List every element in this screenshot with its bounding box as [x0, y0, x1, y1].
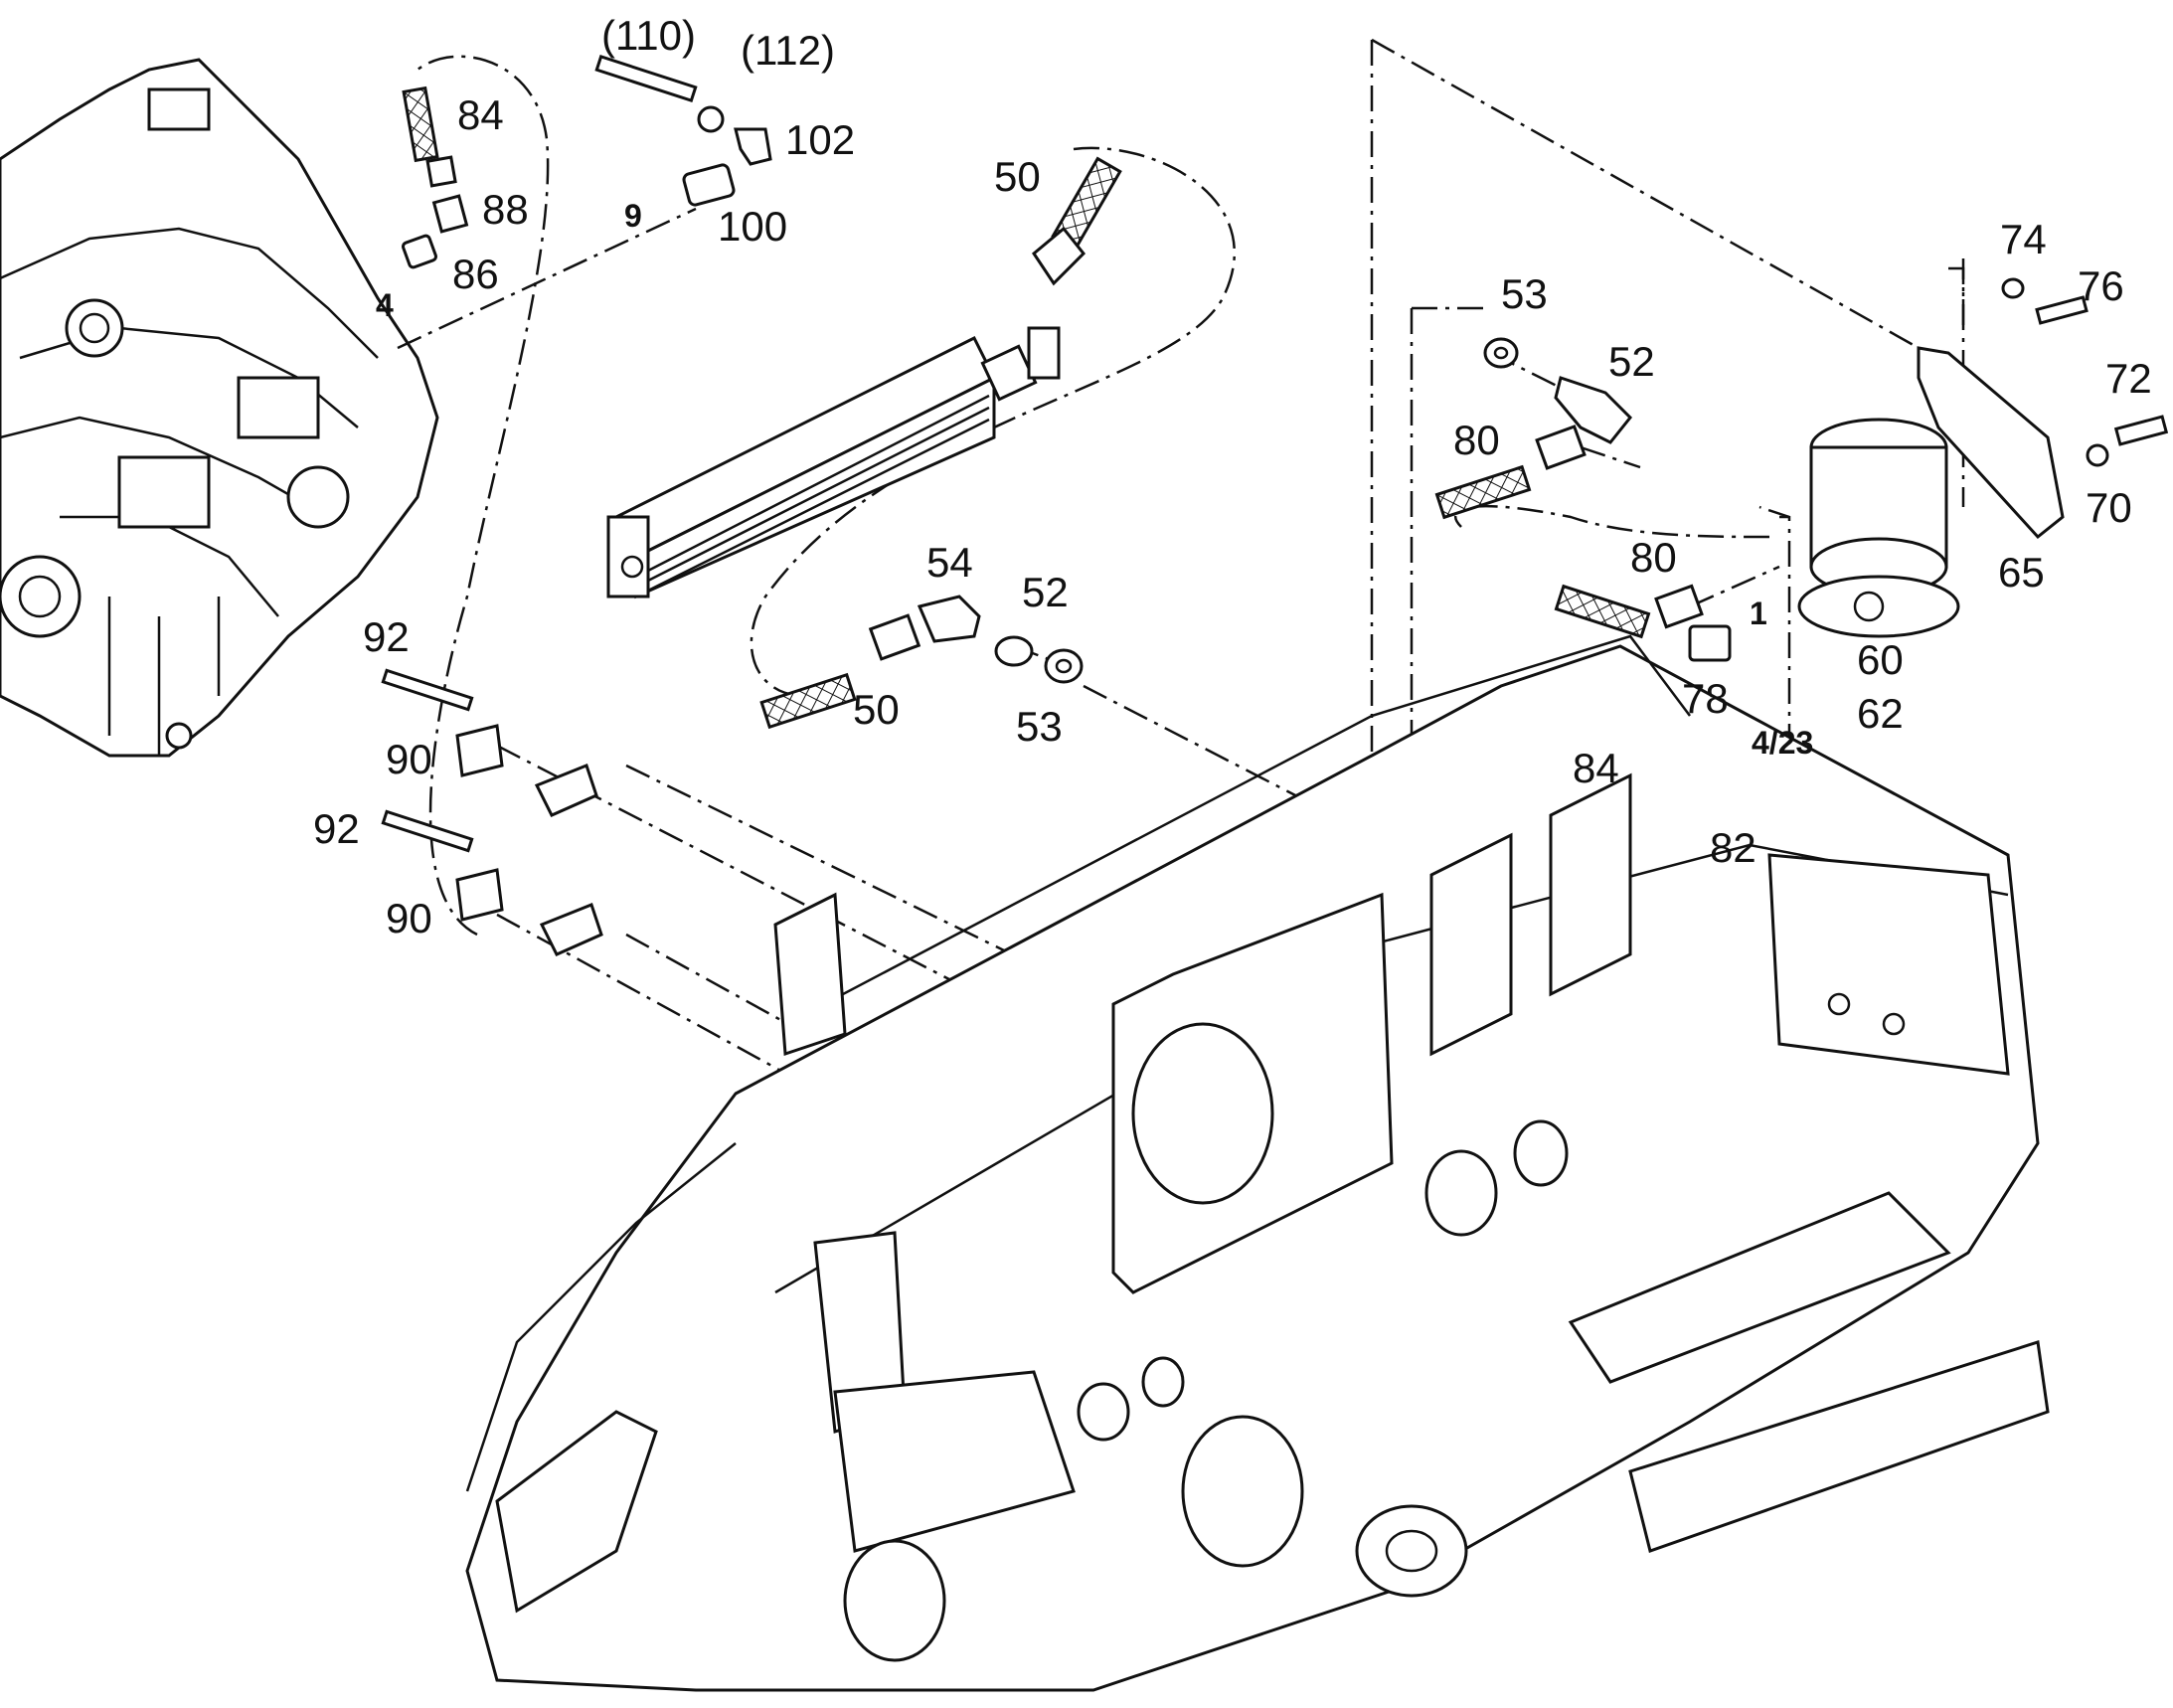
label-84-mid: 84: [1573, 745, 1619, 791]
label-52-mid: 52: [1022, 569, 1069, 615]
label-86: 86: [452, 251, 499, 297]
label-76: 76: [2078, 262, 2124, 309]
label-72: 72: [2105, 355, 2152, 402]
machine-frame: [465, 634, 2050, 1692]
label-4-23: 4/23: [1752, 725, 1813, 761]
engine-assembly: [0, 58, 439, 758]
label-80-mid: 80: [1630, 534, 1677, 581]
label-53-mid: 53: [1016, 703, 1063, 750]
label-60: 60: [1857, 636, 1904, 683]
label-78: 78: [1682, 675, 1729, 722]
label-53-top: 53: [1501, 270, 1548, 317]
label-50-top: 50: [994, 153, 1041, 200]
label-80-top: 80: [1453, 417, 1500, 463]
label-100: 100: [718, 203, 787, 250]
label-82: 82: [1710, 824, 1756, 871]
label-112: (112): [741, 27, 835, 74]
label-102: 102: [785, 116, 855, 163]
label-62: 62: [1857, 690, 1904, 737]
label-92-top: 92: [363, 613, 410, 660]
callout-labels: (110) (112) 84 102 88 9 100 86 4 50 53 5…: [313, 12, 2152, 941]
label-90-top: 90: [386, 736, 432, 782]
label-92-bottom: 92: [313, 805, 360, 852]
label-88: 88: [482, 186, 529, 233]
label-84-top: 84: [457, 91, 504, 138]
label-1: 1: [1750, 596, 1767, 631]
label-52-top: 52: [1608, 338, 1655, 385]
label-9: 9: [624, 198, 642, 234]
label-65: 65: [1998, 549, 2045, 596]
label-50-mid: 50: [853, 686, 900, 733]
fittings: [381, 55, 2169, 956]
label-74: 74: [2000, 216, 2047, 262]
label-54: 54: [926, 539, 973, 586]
label-70: 70: [2086, 484, 2132, 531]
label-4: 4: [376, 287, 394, 323]
label-110: (110): [601, 12, 696, 59]
air-dryer-filter: [1797, 346, 2065, 638]
label-90-bottom: 90: [386, 895, 432, 941]
oil-cooler: [606, 326, 1061, 599]
